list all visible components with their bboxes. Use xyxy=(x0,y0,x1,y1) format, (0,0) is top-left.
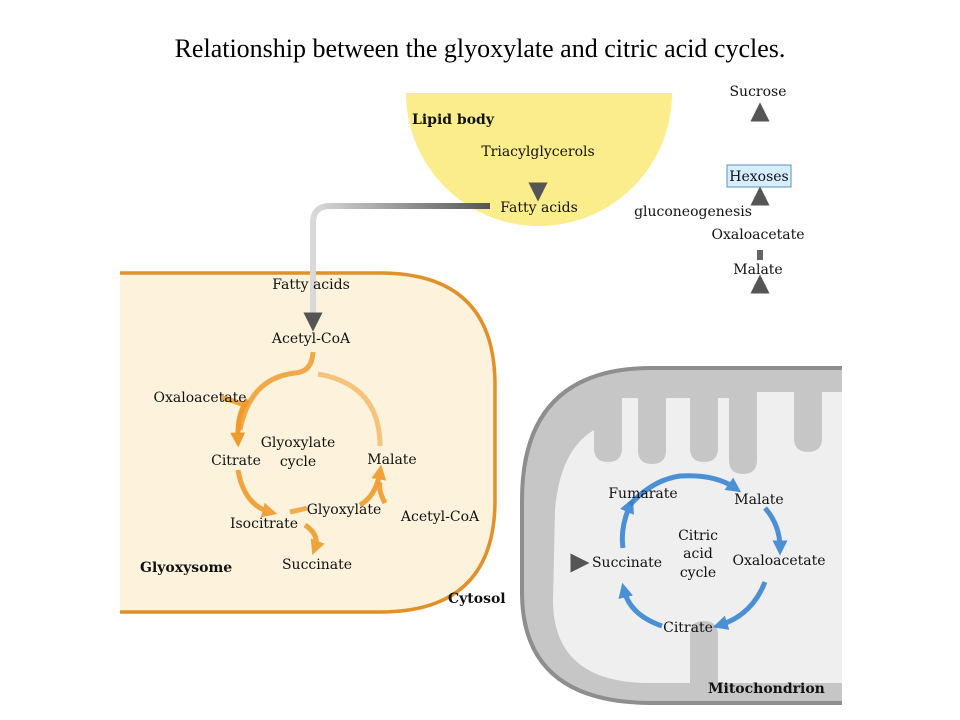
hexoses-label: Hexoses xyxy=(729,169,788,185)
gluconeogenesis-label: gluconeogenesis xyxy=(634,204,752,220)
glyoxysome-fatty-acids-label: Fatty acids xyxy=(272,277,350,293)
glyoxylate-label: Glyoxylate xyxy=(307,502,382,518)
acetyl-coa-top-label: Acetyl-CoA xyxy=(271,331,351,347)
cytosol-malate-label: Malate xyxy=(733,262,782,278)
glyoxysome-malate-label: Malate xyxy=(367,452,416,468)
lipid-fatty-acids-label: Fatty acids xyxy=(500,200,578,216)
triacylglycerols-label: Triacylglycerols xyxy=(481,144,594,160)
acetyl-coa-side-label: Acetyl-CoA xyxy=(400,509,480,525)
cytosol-label: Cytosol xyxy=(448,591,506,607)
citric-acid-cycle-label-line3: cycle xyxy=(680,565,716,581)
cytosol-oxaloacetate-label: Oxaloacetate xyxy=(712,227,805,243)
glyoxylate-cycle-label-line2: cycle xyxy=(280,454,316,470)
isocitrate-label: Isocitrate xyxy=(230,516,298,532)
mitochondrion-inner-membrane xyxy=(553,392,842,683)
glyoxylate-cycle-label-line1: Glyoxylate xyxy=(261,435,336,451)
citric-acid-cycle-label-line1: Citric xyxy=(678,528,718,544)
glyoxysome-oxaloacetate-label: Oxaloacetate xyxy=(154,390,247,406)
lipid-body xyxy=(406,93,672,226)
glyoxysome xyxy=(120,271,497,614)
glyoxysome-succinate-label: Succinate xyxy=(282,557,352,573)
glyoxysome-label: Glyoxysome xyxy=(140,560,232,576)
hexoses-box xyxy=(726,164,792,188)
citric-acid-cycle-arrows xyxy=(618,473,788,630)
mito-oxaloacetate-label: Oxaloacetate xyxy=(733,553,826,569)
glyoxysome-citrate-label: Citrate xyxy=(211,453,261,469)
lipid-body-label: Lipid body xyxy=(412,112,495,128)
mito-succinate-label: Succinate xyxy=(592,555,662,571)
citric-acid-cycle-label-line2: acid xyxy=(683,546,713,562)
mito-citrate-label: Citrate xyxy=(663,620,713,636)
mito-malate-label: Malate xyxy=(734,492,783,508)
fatty-acid-transport-arrow xyxy=(303,203,490,332)
mitochondrion-label: Mitochondrion xyxy=(708,681,825,697)
glyoxylate-cycle-arrows xyxy=(221,351,388,556)
sucrose-label: Sucrose xyxy=(729,84,786,100)
fumarate-label: Fumarate xyxy=(608,486,677,502)
page-title: Relationship between the glyoxylate and … xyxy=(174,34,786,63)
